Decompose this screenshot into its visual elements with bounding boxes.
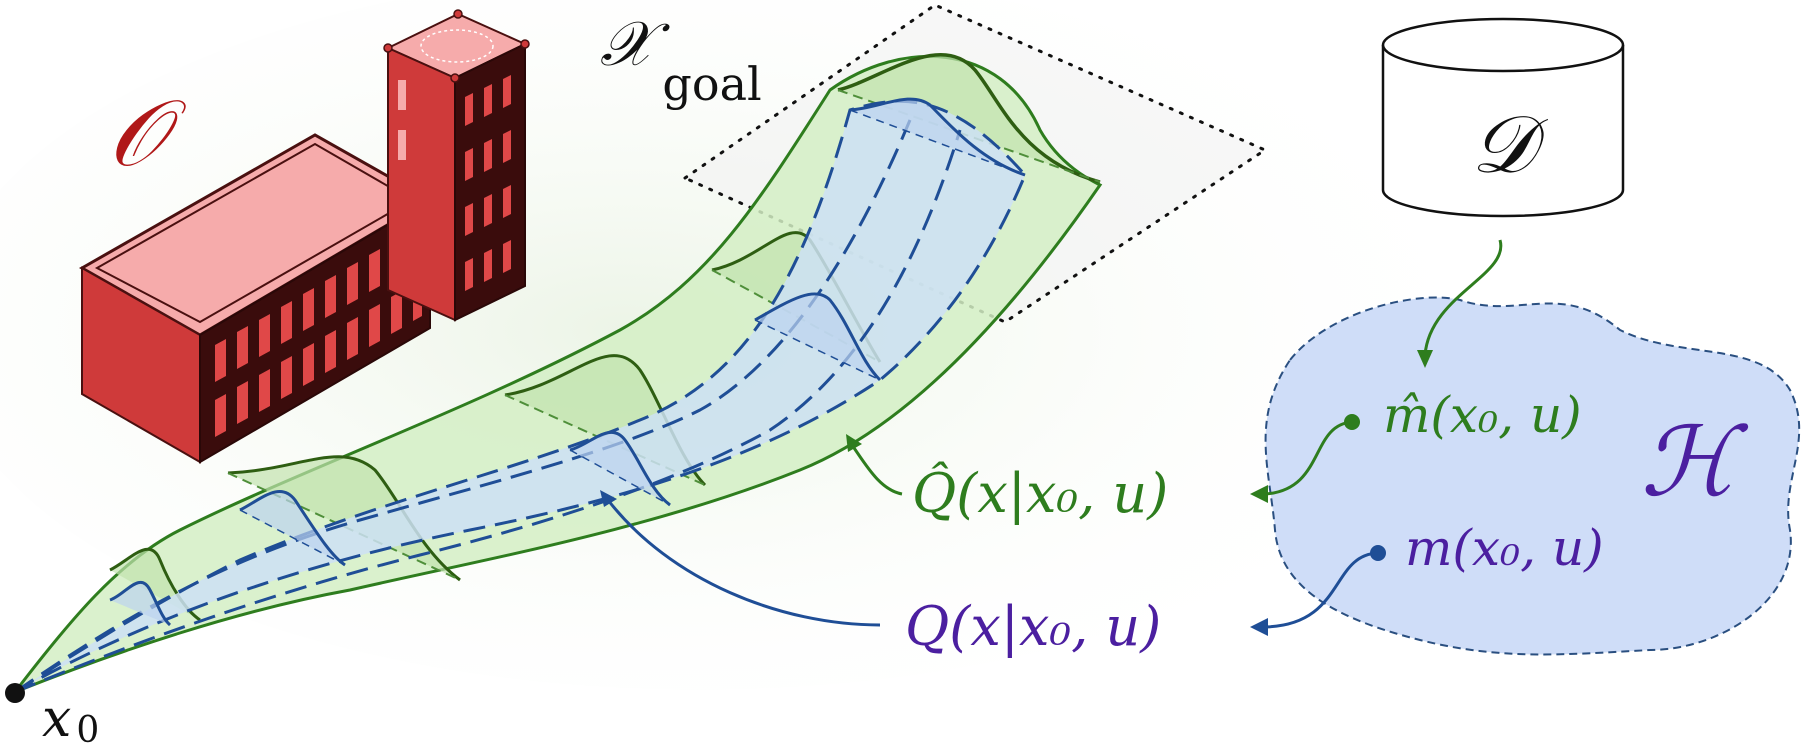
building-tower bbox=[383, 9, 530, 322]
true-reach-label: Q(x|x₀, u) bbox=[905, 595, 1161, 658]
goal-subscript: goal bbox=[662, 57, 761, 111]
building-large bbox=[78, 133, 434, 464]
estimated-reach-label: Q̂(x|x₀, u) bbox=[912, 461, 1168, 525]
arrow-true-reach-to-tube bbox=[600, 490, 881, 627]
hypothesis-cloud bbox=[1264, 296, 1801, 656]
initial-state-label: x 0 bbox=[42, 689, 99, 746]
initial-state-base: x bbox=[42, 689, 71, 746]
initial-state-sub: 0 bbox=[76, 710, 99, 746]
arrow-estimated-model-to-reach bbox=[1250, 414, 1360, 503]
initial-state-dot bbox=[5, 683, 25, 703]
tower-corner-markers bbox=[383, 9, 530, 83]
true-model-label: m(x₀, u) bbox=[1405, 519, 1604, 577]
tower-side-windows bbox=[398, 80, 406, 160]
arrow-estimated-reach-to-tube bbox=[846, 434, 903, 496]
estimated-model-label: m̂(x₀, u) bbox=[1383, 386, 1582, 444]
tower-windows bbox=[465, 75, 511, 291]
arrow-true-model-to-reach bbox=[1250, 545, 1386, 636]
arrow-dataset-to-estimate bbox=[1417, 239, 1503, 368]
dataset-cylinder bbox=[1381, 17, 1625, 218]
hypothesis-label: ℋ bbox=[1641, 406, 1749, 518]
true-reachable-tube bbox=[14, 97, 1027, 694]
